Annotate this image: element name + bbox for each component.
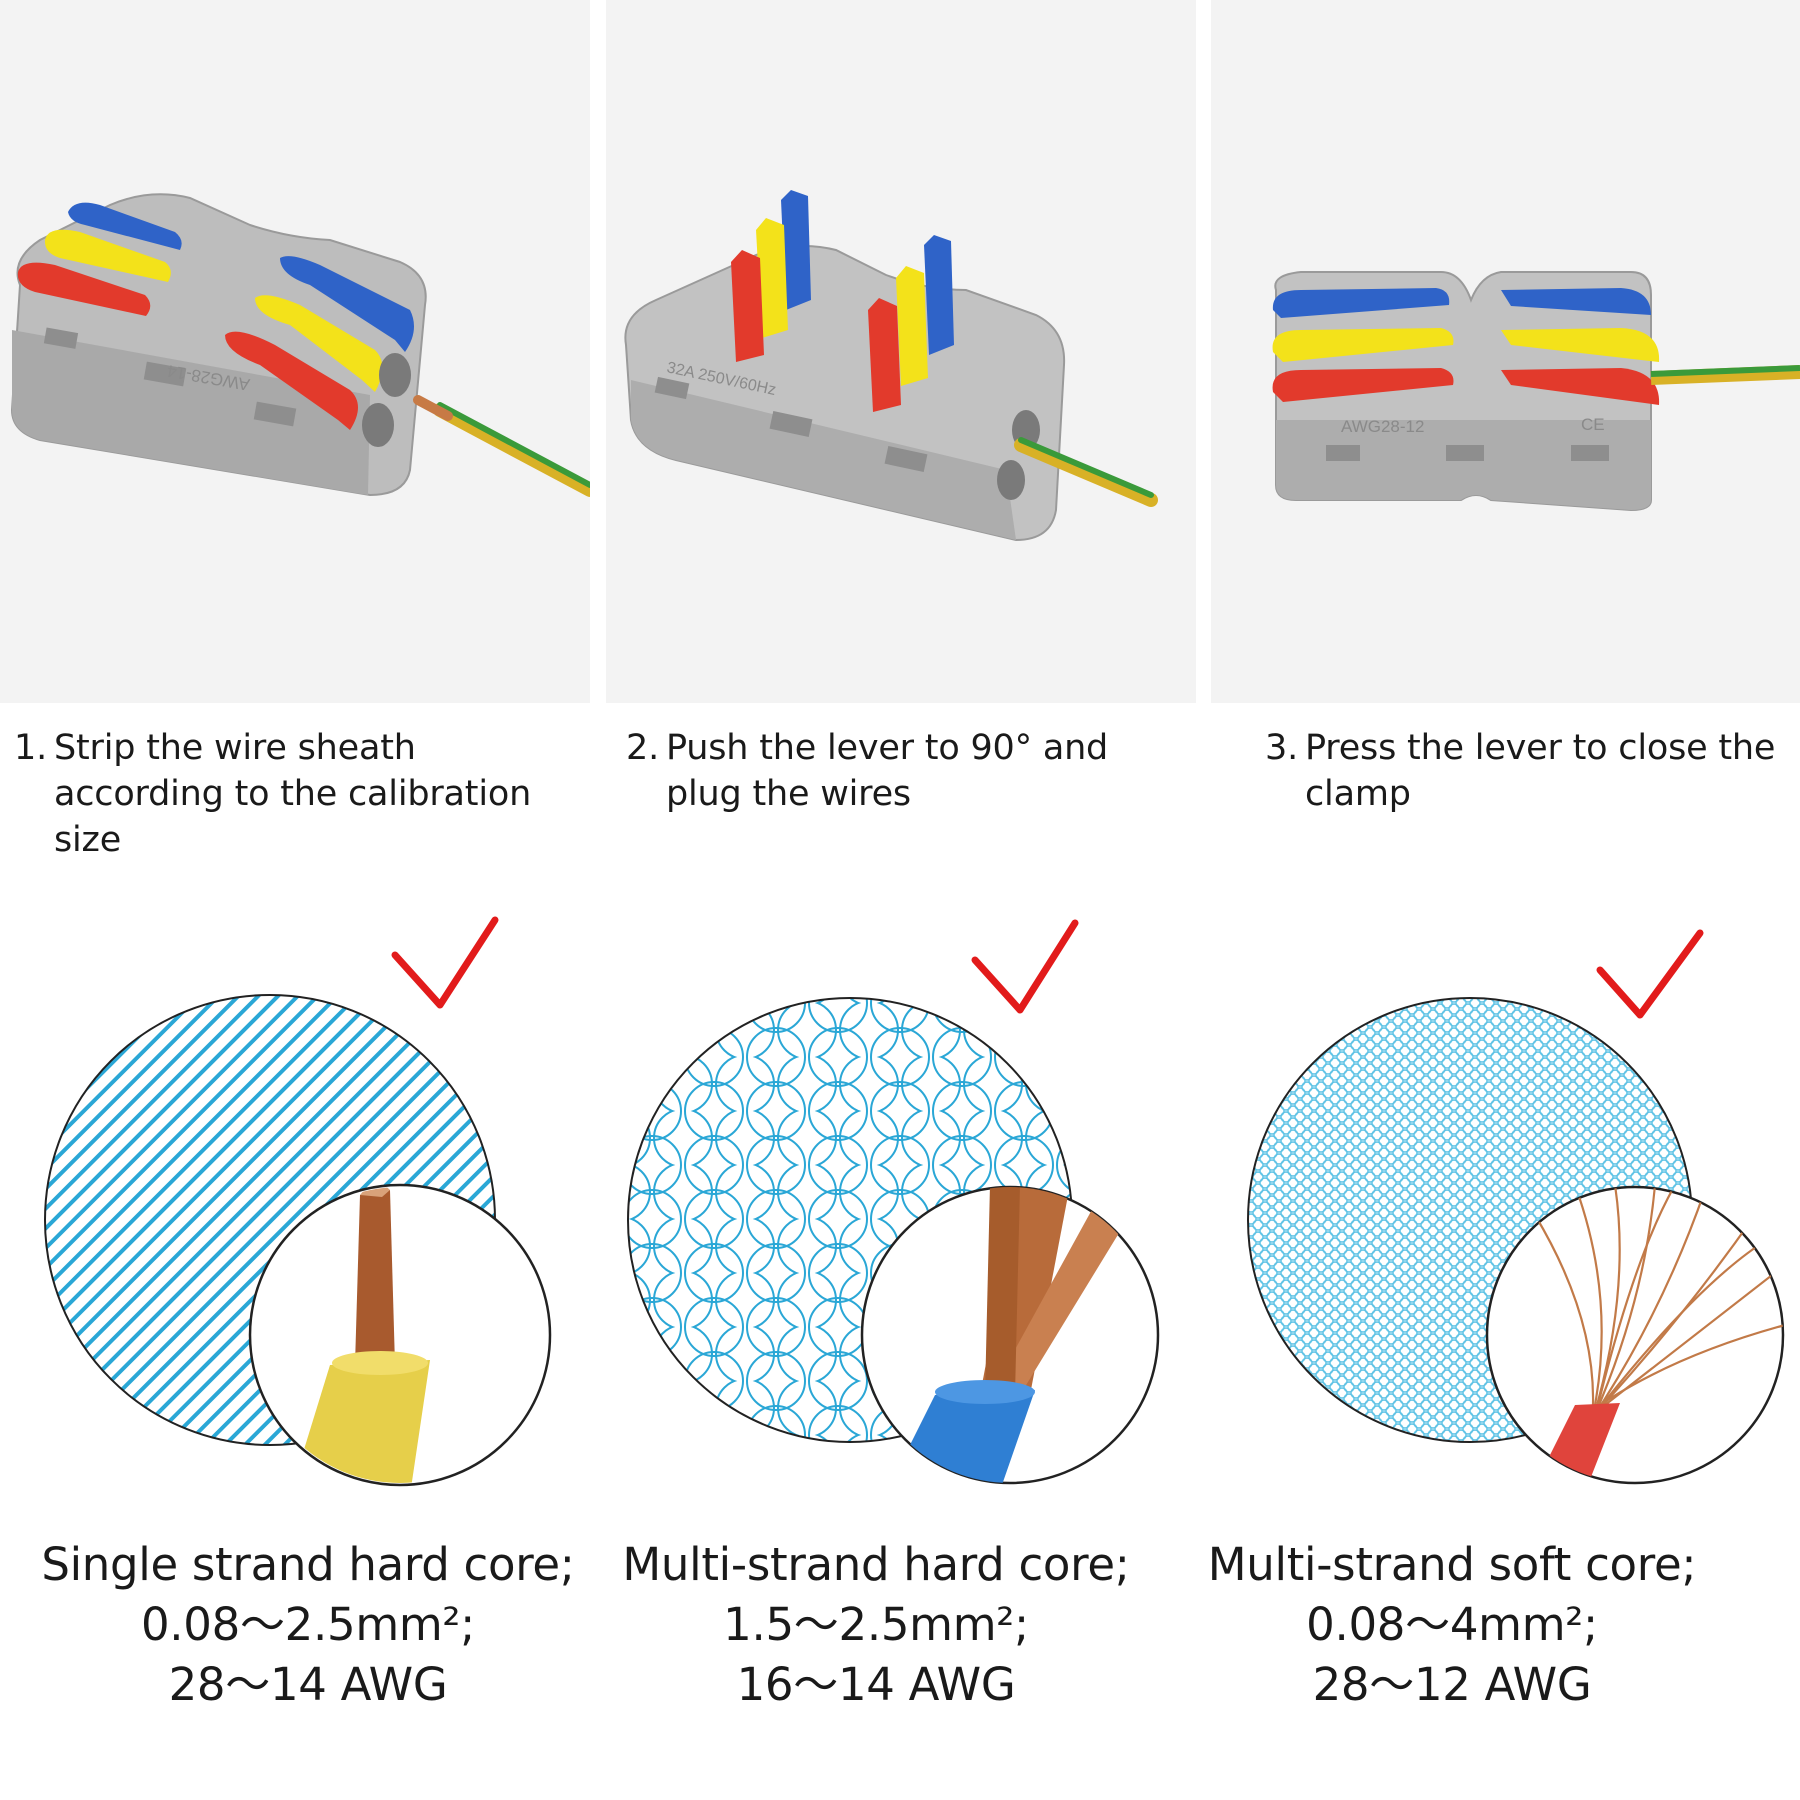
wire-type-stranded-soft xyxy=(1195,895,1795,1515)
spec-line: 1.5～2.5mm²; xyxy=(723,1598,1029,1651)
step-text: Strip the wire sheath according to the c… xyxy=(54,728,532,860)
check-mark-icon xyxy=(391,916,499,1009)
check-mark-icon xyxy=(971,919,1079,1014)
step-number: 2. xyxy=(626,728,659,768)
step-number: 3. xyxy=(1265,728,1298,768)
step-3-caption: 3. Press the lever to close the clamp xyxy=(1265,725,1785,817)
spec-line: 0.08～4mm²; xyxy=(1306,1598,1598,1651)
wire-spec-stranded-hard: Multi-strand hard core; 1.5～2.5mm²; 16～1… xyxy=(576,1535,1176,1715)
spec-line: 28～14 AWG xyxy=(168,1658,448,1711)
stranded-hard-wire-icon xyxy=(860,1185,1160,1485)
connector-levers-clamped-icon: AWG28-12 CE xyxy=(1272,271,1800,512)
step-1-caption: 1. Strip the wire sheath according to th… xyxy=(14,725,586,863)
wire-type-solid xyxy=(0,895,600,1515)
wire-spec-stranded-soft: Multi-strand soft core; 0.08～4mm²; 28～12… xyxy=(1152,1535,1752,1715)
spec-line: Single strand hard core; xyxy=(41,1538,575,1591)
spec-line: 28～12 AWG xyxy=(1312,1658,1592,1711)
wire-spec-solid: Single strand hard core; 0.08～2.5mm²; 28… xyxy=(8,1535,608,1715)
ce-marking: CE xyxy=(1581,415,1605,434)
spec-line: 0.08～2.5mm²; xyxy=(140,1598,476,1651)
step-text: Push the lever to 90° and plug the wires xyxy=(666,728,1109,814)
housing-marking: AWG28-12 xyxy=(1341,417,1424,436)
wire-type-stranded-hard xyxy=(590,895,1190,1515)
step-2-caption: 2. Push the lever to 90° and plug the wi… xyxy=(626,725,1186,817)
solid-core-wire-icon xyxy=(248,1183,552,1487)
spec-line: 16～14 AWG xyxy=(736,1658,1016,1711)
spec-line: Multi-strand hard core; xyxy=(622,1538,1130,1591)
stranded-soft-wire-icon xyxy=(1485,1185,1785,1485)
step-1-photo: AWG28-14 xyxy=(0,0,590,703)
connector-levers-closed-icon: AWG28-14 xyxy=(10,193,590,497)
connector-levers-open-icon: 32A 250V/60Hz xyxy=(624,190,1158,542)
spec-line: Multi-strand soft core; xyxy=(1207,1538,1697,1591)
step-number: 1. xyxy=(14,728,47,768)
step-text: Press the lever to close the clamp xyxy=(1305,728,1776,814)
check-mark-icon xyxy=(1596,929,1704,1019)
step-3-photo: AWG28-12 CE xyxy=(1211,0,1800,703)
step-2-photo: 32A 250V/60Hz xyxy=(606,0,1196,703)
